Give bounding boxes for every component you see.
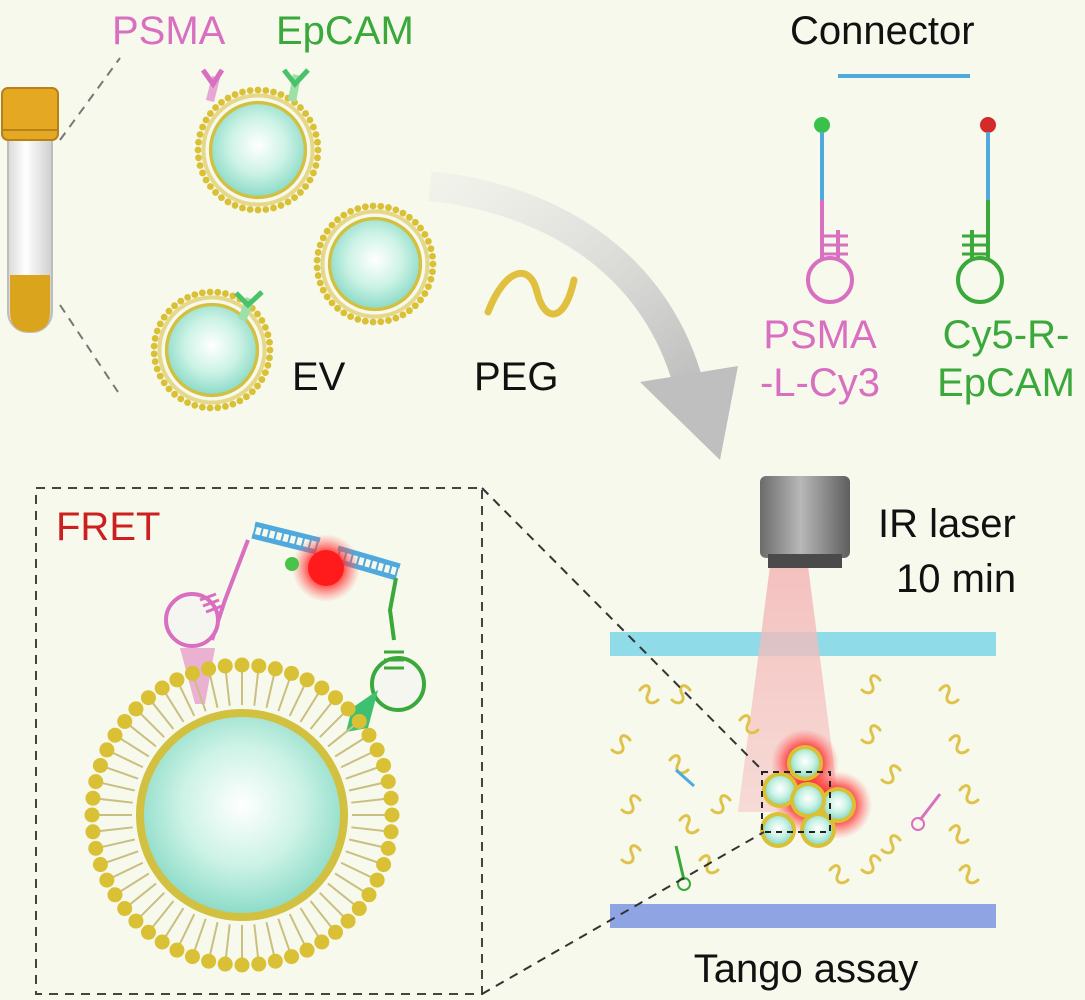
tube-cap [1,87,59,141]
psma-hairpin-probe [806,117,854,304]
psma-probe-label-line1: PSMA [763,313,877,357]
peg-squiggle [880,764,902,785]
zoom-line-top [59,57,121,141]
cy5-dye-icon [980,117,996,133]
peg-squiggle [958,864,980,885]
peg-squiggle [948,824,970,845]
zoom-line-lower [481,831,765,995]
zoom-line-upper [481,487,765,773]
epcam-receptor-bottom [234,290,264,322]
ev-vesicle-top [194,86,322,214]
cluster-zoom-box [761,771,831,833]
ev-group [150,86,437,412]
peg-squiggle [828,864,850,885]
duplex-left [251,521,321,555]
fret-label: FRET [56,505,160,549]
peg-label: PEG [474,355,558,399]
peg-squiggle [938,684,960,705]
psma-receptor [200,68,225,102]
fret-zoom-box [35,487,483,995]
assay-label: Tango assay [694,947,919,991]
objective-lens-icon [760,476,850,568]
peg-squiggle [620,794,642,815]
connector-label: Connector [790,9,975,53]
epcam-probe-label-line2: EpCAM [937,361,1075,405]
process-arrow [428,171,738,460]
ev-cluster [760,729,872,848]
ev-vesicle-middle [313,202,437,326]
peg-molecules [610,674,980,885]
peg-squiggle [738,714,760,735]
peg-squiggle [710,794,732,815]
fret-complex [164,521,426,732]
free-pink-probe [911,793,942,831]
peg-squiggle [638,684,660,705]
peg-squiggle [880,834,902,855]
cy3-dye-icon [814,117,830,133]
peg-squiggle [670,684,692,705]
peg-squiggle [678,814,700,835]
epcam-hairpin-probe [956,117,1004,304]
peg-squiggle [958,784,980,805]
epcam-receptor-top [282,68,310,102]
peg-squiggle [860,674,882,695]
peg-squiggle [860,724,882,745]
zoomed-ev [84,657,400,973]
zoom-line-bottom [59,304,119,393]
peg-squiggle [610,734,632,755]
donor-dye-icon [285,557,299,571]
peg-squiggle [948,734,970,755]
peg-squiggle [668,754,690,775]
psma-probe-label-line2: -L-Cy3 [760,361,880,405]
laser-label-line2: 10 min [896,557,1016,601]
bottom-channel-wall [610,904,996,928]
sample-tube [1,87,59,333]
epcam-label: EpCAM [276,9,414,53]
psma-label: PSMA [112,9,226,53]
epcam-probe-label-line1: Cy5-R- [943,313,1070,357]
peg-squiggle [860,854,882,875]
ev-label: EV [292,355,346,399]
laser-label-line1: IR laser [878,502,1016,546]
peg-squiggle [620,844,642,865]
free-green-probe [674,845,691,891]
peg-icon [484,270,578,318]
ev-vesicle-bottom [150,288,274,412]
free-connector [675,768,695,788]
